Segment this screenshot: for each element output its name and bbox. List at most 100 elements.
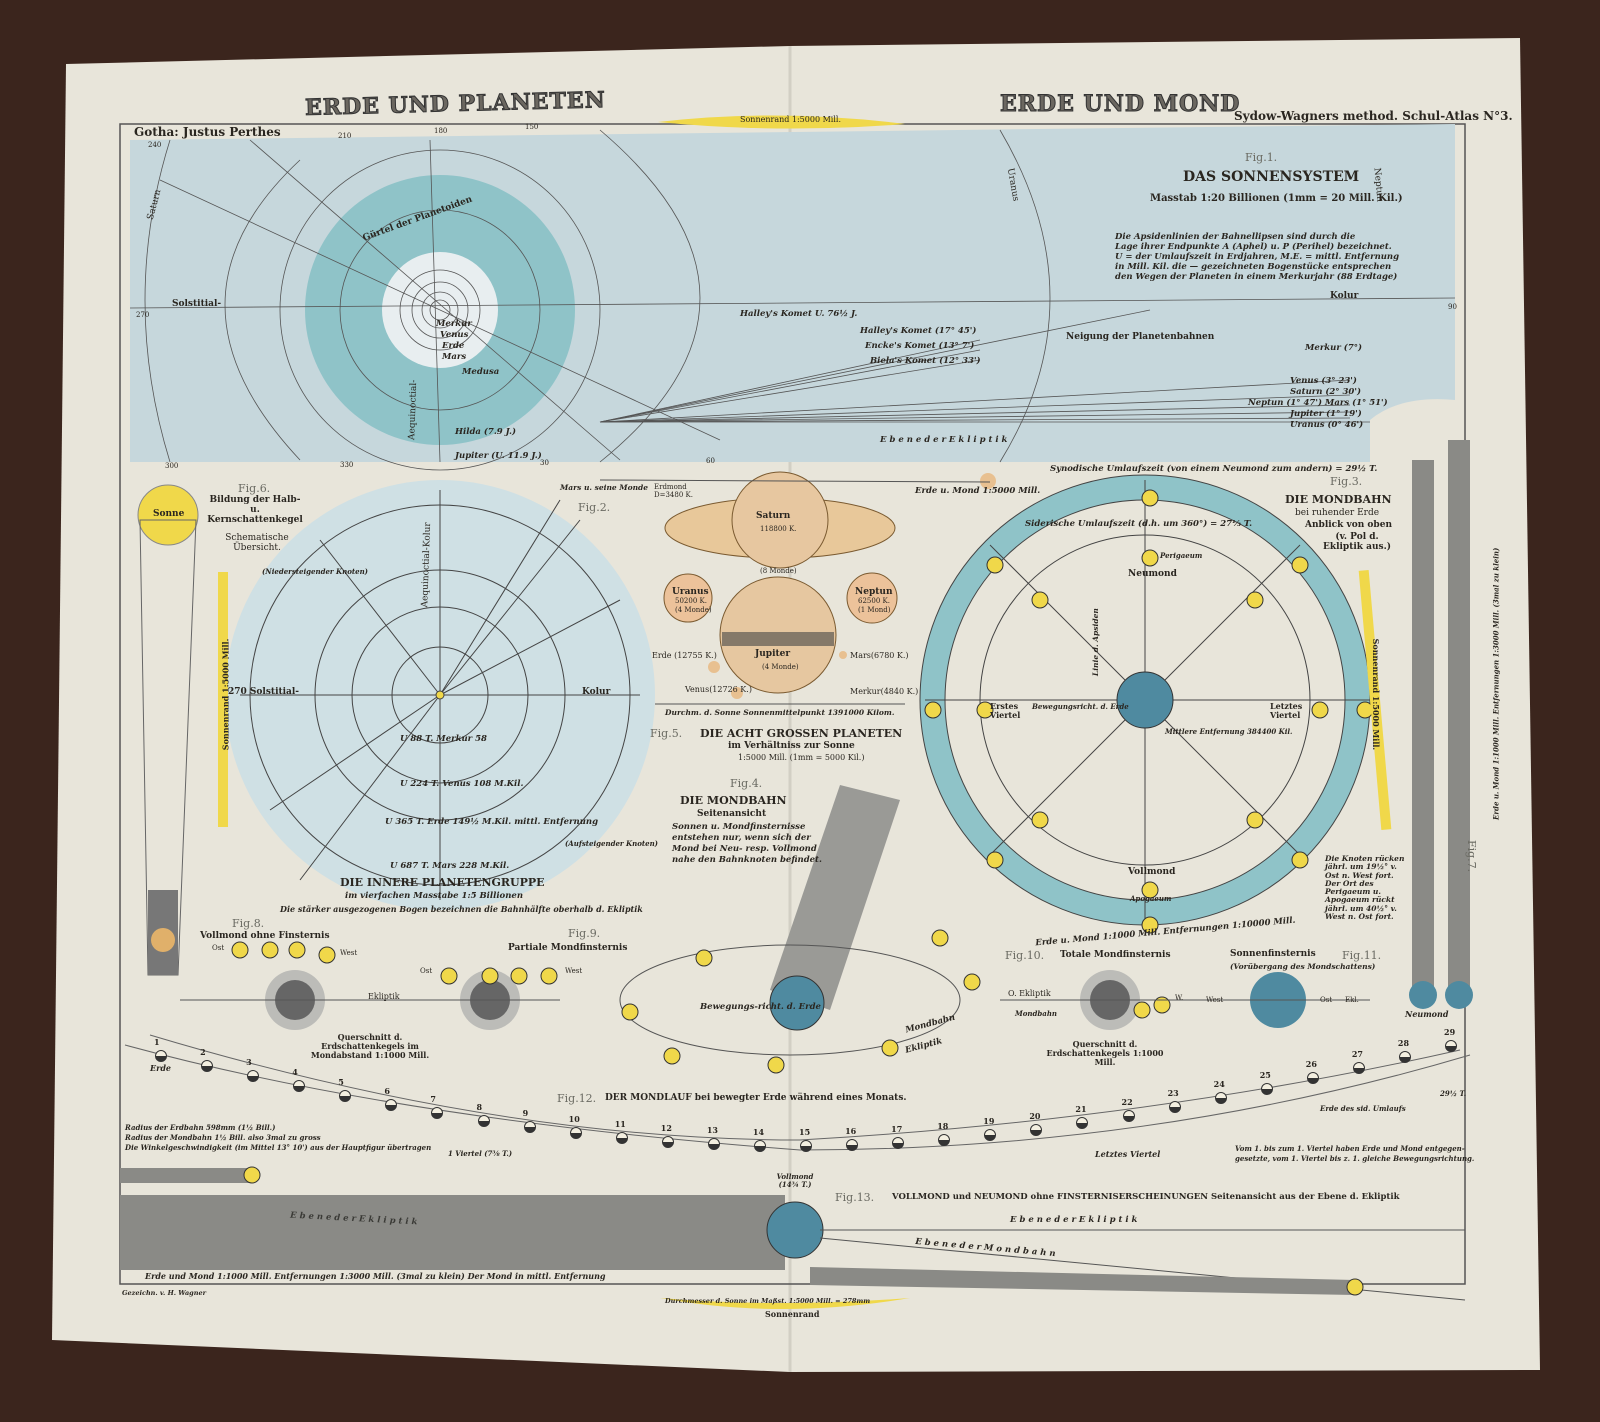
venus-name: Venus xyxy=(685,685,710,694)
fig3-moon-orbit xyxy=(919,474,1392,934)
erstes-viertel-label: Erstes Viertel xyxy=(990,701,1021,720)
tick-label: 330 xyxy=(340,461,354,469)
fig6-label: Fig.6. xyxy=(238,482,271,495)
moon-phase-marker xyxy=(431,1107,444,1120)
fig3-entfernung: Mittlere Entfernung 384400 Kil. xyxy=(1165,727,1293,736)
vollmond-label: Vollmond xyxy=(1128,867,1176,877)
fig4-note-line: entstehen nur, wenn sich der xyxy=(672,833,811,843)
venus-size: (12726 K.) xyxy=(709,685,752,694)
moon-phase-marker xyxy=(339,1089,352,1102)
moon-phase-marker xyxy=(155,1050,167,1062)
synodisch-label: Synodische Umlaufszeit (von einem Neumon… xyxy=(1050,464,1378,474)
moon-phase-marker xyxy=(569,1127,582,1140)
fig13-bottom: Durchmesser d. Sonne im Maßst. 1:5000 Mi… xyxy=(665,1297,871,1305)
neumond-label: Neumond xyxy=(1128,569,1177,579)
fig1-orbits xyxy=(129,129,1456,471)
fig1-note-line: Lage ihrer Endpunkte A (Aphel) u. P (Per… xyxy=(1115,242,1392,252)
eclipse-figures xyxy=(180,941,1370,1030)
day-label: 24 xyxy=(1213,1079,1225,1090)
fig4-label: Fig.4. xyxy=(730,777,763,790)
day-label: 28 xyxy=(1397,1037,1410,1048)
fig12-vollmond: Vollmond (14¾ T.) xyxy=(776,1172,814,1189)
fig2-scale: im vierfachen Masstabe 1:5 Billionen xyxy=(345,891,523,901)
day-label: 26 xyxy=(1305,1059,1317,1070)
day-label: 14 xyxy=(752,1126,765,1137)
day-label: 23 xyxy=(1167,1088,1179,1099)
fig12-note-left: Radius der Mondbahn 1½ Bill. also 3mal z… xyxy=(125,1133,321,1142)
publisher: Gotha: Justus Perthes xyxy=(134,125,281,139)
fig3-sub2: Anblick von oben xyxy=(1305,520,1392,530)
neptun-label: Neptun xyxy=(1371,167,1385,203)
day-label: 1 xyxy=(154,1037,160,1047)
halley-incl-label: Halley's Komet (17° 45') xyxy=(860,326,977,336)
fig2-label: Fig.2. xyxy=(578,501,611,514)
fig4-shadow-cones xyxy=(619,785,981,1074)
fig12-label: Fig.12. xyxy=(557,1092,597,1105)
fig11-sub: (Vorübergang des Mondschattens) xyxy=(1230,962,1376,971)
moon-phase-marker xyxy=(1030,1123,1043,1136)
fig5-axis: Durchm. d. Sonne Sonnenmittelpunkt 13910… xyxy=(665,708,895,717)
fig6-shadow-cones xyxy=(137,484,199,976)
tick-label: 30 xyxy=(540,459,549,467)
moon-phase-marker xyxy=(1445,1040,1457,1052)
fig12-moon-path xyxy=(124,1034,1471,1151)
fig11-west: West xyxy=(1206,996,1224,1004)
moon-phase-marker xyxy=(1122,1109,1135,1122)
fig1-note-line: in Mill. Kil. die — gezeichneten Bogenst… xyxy=(1115,262,1392,272)
moon-phase-marker xyxy=(615,1132,628,1145)
fig8-title: Vollmond ohne Finsternis xyxy=(200,931,330,941)
fig13-label: Fig.13. xyxy=(835,1191,875,1204)
fig5-label: Fig.5. xyxy=(650,727,683,740)
day-label: 22 xyxy=(1121,1096,1133,1107)
fig12-neumond: Neumond xyxy=(1405,1009,1449,1019)
mars-label: Mars xyxy=(442,352,467,362)
saturn-planet-label: Saturn xyxy=(756,511,791,521)
moon-phase-marker xyxy=(984,1129,997,1142)
mars-planet-label: Mars(6780 K.) xyxy=(850,651,909,661)
day-label: 6 xyxy=(384,1085,390,1096)
fig2-kolur-label: Kolur xyxy=(582,687,611,697)
fig9-west: West xyxy=(565,967,583,975)
neptun-size: 62500 K. xyxy=(858,597,890,605)
fig12-erde: Erde xyxy=(150,1063,171,1073)
moon-phase-marker xyxy=(477,1114,490,1127)
incl-label: Venus (3° 23') xyxy=(1290,376,1357,386)
day-label: 13 xyxy=(706,1125,718,1136)
engraver-credit: Gezeichn. v. H. Wagner xyxy=(122,1289,207,1297)
tick-label: 300 xyxy=(165,462,179,470)
fig2-erde-label: U 365 T. Erde 149½ M.Kil. mittl. Entfern… xyxy=(385,817,599,827)
perigaeum-label: Perigaeum xyxy=(1160,551,1203,560)
fig12-note-right: gesetzte, vom 1. Viertel bis z. 1. gleic… xyxy=(1235,1154,1475,1163)
moon-phase-marker xyxy=(201,1060,214,1073)
day-label: 27 xyxy=(1351,1048,1363,1059)
fig8-ost: Ost xyxy=(212,944,225,952)
fig10-caption: Querschnitt d. Erdschattenkegels 1:1000 … xyxy=(1046,1039,1164,1067)
fig7-columns xyxy=(1409,440,1473,1009)
sonne-label: Sonne xyxy=(153,509,185,519)
saturn-size: 118800 K. xyxy=(760,525,797,533)
fig10-ekliptik: O. Ekliptik xyxy=(1008,989,1051,998)
neptun-moons: (1 Mond) xyxy=(858,606,891,614)
atlas-name: Sydow-Wagners method. Schul-Atlas N°3. xyxy=(1234,109,1513,123)
fig13-title: VOLLMOND und NEUMOND ohne FINSTERNISERSC… xyxy=(892,1192,1400,1202)
fig3-title: DIE MONDBAHN xyxy=(1285,493,1392,506)
venus-label: Venus xyxy=(440,330,469,340)
sonnenrand-top xyxy=(658,115,905,129)
fig12-sid: Erde des sid. Umlaufs xyxy=(1320,1104,1406,1113)
moon-phase-marker xyxy=(800,1140,812,1152)
mars-name: Mars xyxy=(850,651,871,660)
fig5-title: DIE ACHT GROSSEN PLANETEN xyxy=(700,727,903,740)
fig1-title: DAS SONNENSYSTEM xyxy=(1183,169,1360,185)
moon-phase-marker xyxy=(293,1080,306,1093)
tick-label: 180 xyxy=(434,127,448,135)
fig2-note: Die stärker ausgezogenen Bogen bezeichne… xyxy=(280,904,643,914)
merkur-size: (4840 K.) xyxy=(880,687,919,696)
fig2-solstitial-label: 270 Solstitial- xyxy=(228,687,300,697)
incl-label: Saturn (2° 30') xyxy=(1290,387,1361,397)
letztes-viertel-label: Letztes Viertel xyxy=(1270,701,1303,720)
day-label: 19 xyxy=(983,1116,995,1127)
fig12-note-left: Die Winkelgeschwindigkeit (im Mittel 13°… xyxy=(125,1143,432,1152)
tick-label: 150 xyxy=(525,123,539,131)
day-label: 10 xyxy=(568,1114,580,1125)
